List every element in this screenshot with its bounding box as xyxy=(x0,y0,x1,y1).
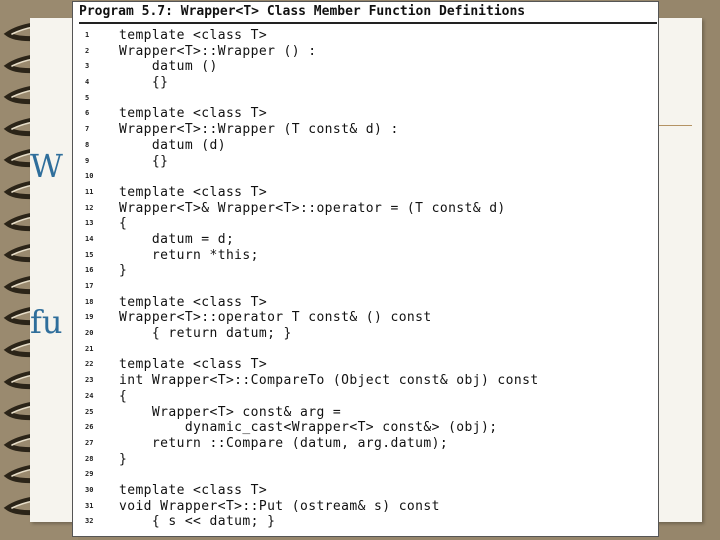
code-text: { xyxy=(119,216,128,232)
code-line: 24 { xyxy=(73,388,658,405)
code-text: Wrapper<T>::operator T const& () const xyxy=(119,310,432,326)
line-number: 30 xyxy=(85,485,94,494)
code-line: 17 xyxy=(73,279,658,295)
line-number: 23 xyxy=(85,376,94,385)
line-number: 4 xyxy=(85,78,90,87)
line-number: 7 xyxy=(85,125,90,134)
code-text: return *this; xyxy=(119,247,259,263)
code-text: } xyxy=(119,451,128,467)
line-number: 5 xyxy=(85,93,90,102)
code-line: 1 template <class T> xyxy=(73,28,658,44)
code-line: 10 xyxy=(73,169,658,185)
code-text: template <class T> xyxy=(119,482,268,498)
code-text: Wrapper<T>& Wrapper<T>::operator = (T co… xyxy=(119,200,506,216)
code-line: 32 { s << datum; } xyxy=(73,514,658,530)
line-number: 1 xyxy=(85,31,90,39)
line-number: 21 xyxy=(85,344,94,353)
code-line: 13 { xyxy=(73,216,658,232)
listing-title: Program 5.7: Wrapper<T> Class Member Fun… xyxy=(79,2,657,24)
code-line: 28} xyxy=(73,451,658,468)
line-number: 6 xyxy=(85,109,90,118)
slide-title: W fu xyxy=(30,36,110,452)
code-text: datum = d; xyxy=(119,231,235,247)
code-line: 22 template <class T> xyxy=(73,357,658,373)
code-line: 29 xyxy=(73,467,658,483)
code-line: 15 return *this; xyxy=(73,247,658,264)
code-text: dynamic_cast<Wrapper<T> const&> (obj); xyxy=(119,420,498,436)
code-text: void Wrapper<T>::Put (ostream& s) const xyxy=(119,498,440,514)
code-text: {} xyxy=(119,153,169,169)
line-number: 22 xyxy=(85,360,94,369)
code-text: { xyxy=(119,388,128,404)
code-text: template <class T> xyxy=(119,357,268,373)
code-line: 6 template <class T> xyxy=(73,106,658,122)
code-line: 9 {} xyxy=(73,153,658,170)
code-line: 21 xyxy=(73,342,658,358)
code-text: Wrapper<T> const& arg = xyxy=(119,404,342,420)
code-line: 16} xyxy=(73,263,658,279)
code-text: return ::Compare (datum, arg.datum); xyxy=(119,435,449,451)
line-number: 18 xyxy=(85,297,94,306)
line-number: 9 xyxy=(85,156,90,165)
code-line: 2 Wrapper<T>::Wrapper () : xyxy=(73,43,658,60)
code-line: 20 { return datum; } xyxy=(73,326,658,342)
code-text: template <class T> xyxy=(119,184,268,200)
code-text: datum () xyxy=(119,59,218,75)
code-line: 25 Wrapper<T> const& arg = xyxy=(73,404,658,421)
line-number: 15 xyxy=(85,250,94,259)
line-number: 16 xyxy=(85,266,94,275)
line-number: 8 xyxy=(85,140,90,149)
line-number: 19 xyxy=(85,313,94,322)
code-text: { return datum; } xyxy=(119,326,292,342)
line-number: 20 xyxy=(85,329,94,338)
code-line: 3 datum () xyxy=(73,59,658,75)
line-number: 17 xyxy=(85,282,94,290)
line-number: 27 xyxy=(85,438,94,447)
code-text: { s << datum; } xyxy=(119,514,276,530)
line-number: 24 xyxy=(85,391,94,400)
line-number: 12 xyxy=(85,203,94,212)
code-text: template <class T> xyxy=(119,28,268,43)
line-number: 3 xyxy=(85,62,90,71)
code-line: 8 datum (d) xyxy=(73,137,658,154)
slide-title-line-1: W xyxy=(30,147,63,185)
line-number: 25 xyxy=(85,407,94,416)
code-line: 23 int Wrapper<T>::CompareTo (Object cons… xyxy=(73,373,658,389)
line-number: 29 xyxy=(85,470,94,479)
program-listing: Program 5.7: Wrapper<T> Class Member Fun… xyxy=(72,1,659,537)
code-line: 11 template <class T> xyxy=(73,184,658,201)
slide-title-line-2: fu xyxy=(30,303,63,341)
code-line: 5 xyxy=(73,91,658,107)
code-text: Wrapper<T>::Wrapper (T const& d) : xyxy=(119,122,399,138)
line-number: 31 xyxy=(85,501,94,510)
code-line: 14 datum = d; xyxy=(73,231,658,248)
code-line: 30 template <class T> xyxy=(73,482,658,499)
line-number: 11 xyxy=(85,187,94,196)
code-line: 31 void Wrapper<T>::Put (ostream& s) cons… xyxy=(73,498,658,515)
code-text: datum (d) xyxy=(119,137,226,153)
code-line: 4 {} xyxy=(73,75,658,91)
line-number: 32 xyxy=(85,517,94,526)
code-text: } xyxy=(119,263,128,279)
line-number: 13 xyxy=(85,219,94,228)
line-number: 28 xyxy=(85,454,94,463)
code-line: 26 dynamic_cast<Wrapper<T> const&> (obj)… xyxy=(73,420,658,436)
code-text: Wrapper<T>::Wrapper () : xyxy=(119,43,317,59)
code-text: template <class T> xyxy=(119,294,268,310)
code-text: {} xyxy=(119,75,169,91)
code-text: int Wrapper<T>::CompareTo (Object const&… xyxy=(119,373,539,389)
code-line: 12 Wrapper<T>& Wrapper<T>::operator = (T … xyxy=(73,200,658,217)
code-line: 7 Wrapper<T>::Wrapper (T const& d) : xyxy=(73,122,658,138)
code-line: 18 template <class T> xyxy=(73,294,658,311)
line-number: 2 xyxy=(85,46,90,55)
code-line: 19 Wrapper<T>::operator T const& () const xyxy=(73,310,658,326)
line-number: 10 xyxy=(85,172,94,181)
line-number: 26 xyxy=(85,423,94,432)
line-number: 14 xyxy=(85,234,94,243)
code-text: template <class T> xyxy=(119,106,268,122)
code-line: 27 return ::Compare (datum, arg.datum); xyxy=(73,435,658,452)
